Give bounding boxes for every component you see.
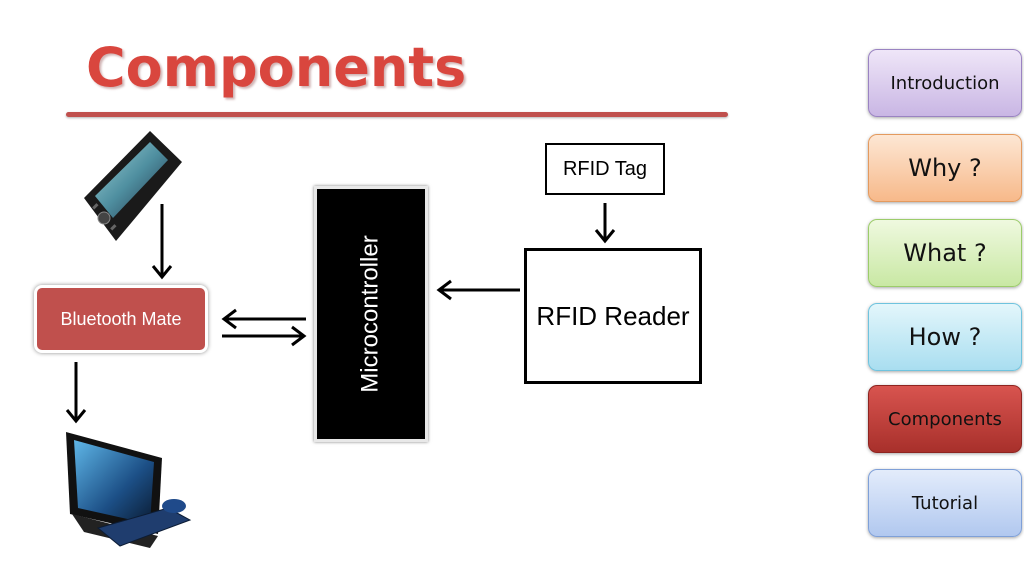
nav-button-how[interactable]: How ? <box>868 303 1022 371</box>
nav-button-introduction[interactable]: Introduction <box>868 49 1022 117</box>
microcontroller-block: Microcontroller <box>314 186 428 442</box>
rfid-tag-block: RFID Tag <box>545 143 665 195</box>
title-underline <box>66 112 728 117</box>
nav-button-components[interactable]: Components <box>868 385 1022 453</box>
arrow-bluetooth-to-microcontroller <box>222 325 307 347</box>
arrow-microcontroller-to-bluetooth <box>221 308 306 330</box>
rfid-reader-block: RFID Reader <box>524 248 702 384</box>
arrow-reader-to-microcontroller <box>436 279 520 301</box>
arrow-tag-to-reader <box>594 203 616 244</box>
bluetooth-mate-block: Bluetooth Mate <box>34 285 208 353</box>
nav-button-tutorial[interactable]: Tutorial <box>868 469 1022 537</box>
mobile-phone-icon <box>84 131 182 241</box>
arrow-phone-to-bluetooth <box>151 204 173 280</box>
desktop-computer-icon <box>66 432 192 548</box>
microcontroller-label: Microcontroller <box>357 235 384 393</box>
page-title: Components <box>86 36 467 99</box>
nav-button-why[interactable]: Why ? <box>868 134 1022 202</box>
nav-button-what[interactable]: What ? <box>868 219 1022 287</box>
arrow-bluetooth-to-computer <box>65 362 87 424</box>
